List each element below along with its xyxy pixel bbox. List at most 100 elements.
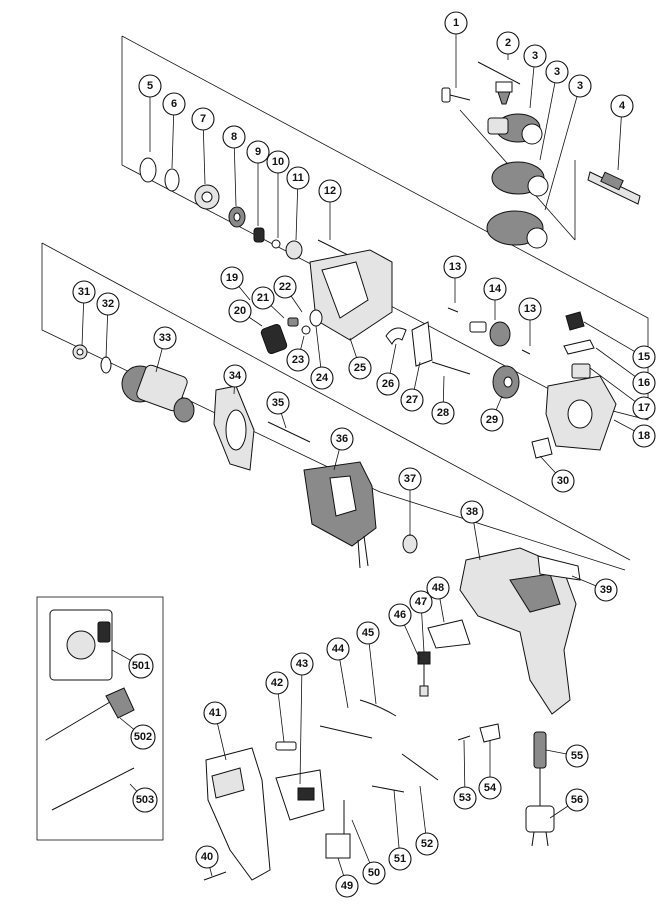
callout-circle	[266, 391, 290, 415]
callout-number: 47	[415, 596, 427, 608]
tapping-screw-part	[317, 239, 351, 257]
lead-wire-a-part	[371, 785, 405, 793]
callout-circle	[376, 372, 400, 396]
callout-circle	[72, 280, 96, 304]
leader-line	[539, 71, 558, 161]
needle-bearing-part	[253, 227, 265, 243]
part-callout-31: 31	[72, 280, 96, 304]
internal-wire-b-part	[319, 725, 373, 739]
callout-number: 7	[200, 113, 206, 125]
armature-bearing-part	[72, 344, 88, 360]
callout-circle	[356, 621, 380, 645]
side-handle-part	[45, 687, 135, 741]
part-callout-49: 49	[335, 874, 359, 898]
wire-connector-part	[275, 741, 297, 751]
slide-plate-part	[571, 363, 591, 379]
part-callout-6: 6	[162, 92, 186, 116]
part-callout-29: 29	[480, 408, 504, 432]
part-callout-3: 3	[568, 74, 592, 98]
part-callout-21: 21	[251, 286, 275, 310]
callout-number: 46	[394, 609, 406, 621]
callout-number: 52	[421, 838, 433, 850]
lead-wire-b-part	[401, 753, 439, 781]
part-callout-38: 38	[460, 500, 484, 524]
part-callout-13: 13	[443, 255, 467, 279]
part-callout-55: 55	[565, 744, 589, 768]
callout-number: 3	[577, 80, 583, 92]
second-pinion-part	[469, 321, 511, 347]
part-callout-24: 24	[310, 366, 334, 390]
leader-line	[299, 663, 303, 785]
carrying-case-part	[49, 609, 113, 681]
leader-line	[544, 85, 581, 211]
part-callout-26: 26	[376, 372, 400, 396]
part-callout-3: 3	[523, 44, 547, 68]
callout-circle	[431, 401, 455, 425]
callout-number: 12	[324, 185, 336, 197]
fan-guide-part	[213, 385, 255, 471]
callout-circle	[444, 11, 468, 35]
callout-leader-lines	[81, 23, 645, 887]
callout-circle	[162, 92, 186, 116]
callout-number: 45	[362, 627, 374, 639]
callout-number: 11	[292, 172, 304, 184]
housing-screw-part	[267, 421, 311, 443]
armature-ring-part	[100, 356, 112, 374]
callout-number: 56	[571, 794, 583, 806]
callout-number: 24	[316, 372, 329, 384]
callout-circle	[130, 724, 156, 750]
callout-circle	[310, 366, 334, 390]
part-callout-22: 22	[273, 275, 297, 299]
callout-circle	[443, 255, 467, 279]
keyless-chuck-part-b	[486, 210, 548, 249]
callout-circle	[153, 326, 177, 350]
callout-number: 36	[336, 433, 348, 445]
callout-circle	[545, 60, 569, 84]
part-callout-7: 7	[191, 107, 215, 131]
callout-circle	[335, 874, 359, 898]
stopper-part	[385, 327, 407, 345]
callout-circle	[523, 44, 547, 68]
callout-number: 37	[404, 473, 416, 485]
switch-knob-part	[275, 769, 325, 821]
callout-number: 26	[382, 378, 394, 390]
part-callout-27: 27	[400, 388, 424, 412]
callout-circle	[318, 179, 342, 203]
callout-number: 20	[234, 305, 246, 317]
callout-circle	[265, 671, 289, 695]
change-lever-part	[565, 311, 585, 331]
callout-circle	[426, 576, 450, 600]
gear-cover-part	[309, 249, 393, 341]
part-callout-54: 54	[478, 776, 502, 800]
power-cord-part	[525, 768, 555, 847]
armature-part	[121, 364, 195, 423]
accessory-kit-frame	[36, 596, 164, 841]
callout-circle	[246, 140, 270, 164]
part-callout-1: 1	[444, 11, 468, 35]
callout-circle	[388, 847, 412, 871]
part-callout-47: 47	[409, 590, 433, 614]
seal-part	[285, 240, 303, 260]
part-callout-8: 8	[222, 125, 246, 149]
callout-circle	[132, 787, 158, 813]
callout-number: 9	[255, 146, 261, 158]
part-callout-53: 53	[453, 786, 477, 810]
switch-part	[417, 651, 431, 690]
callout-circle	[222, 125, 246, 149]
motor-bearing-part	[402, 534, 418, 554]
part-callout-52: 52	[415, 832, 439, 856]
part-callout-28: 28	[431, 401, 455, 425]
part-callout-501: 501	[128, 653, 154, 679]
part-callout-10: 10	[266, 150, 290, 174]
part-callout-12: 12	[318, 179, 342, 203]
callout-number: 1	[453, 17, 459, 29]
cord-clip-part	[479, 723, 501, 743]
callout-circle	[286, 166, 310, 190]
callout-circle	[632, 396, 656, 420]
callout-number: 6	[171, 98, 177, 110]
callout-number: 3	[532, 50, 538, 62]
callout-number: 38	[466, 506, 478, 518]
part-callout-20: 20	[228, 299, 252, 323]
steel-ball-part	[271, 239, 281, 249]
callout-circle	[96, 292, 120, 316]
